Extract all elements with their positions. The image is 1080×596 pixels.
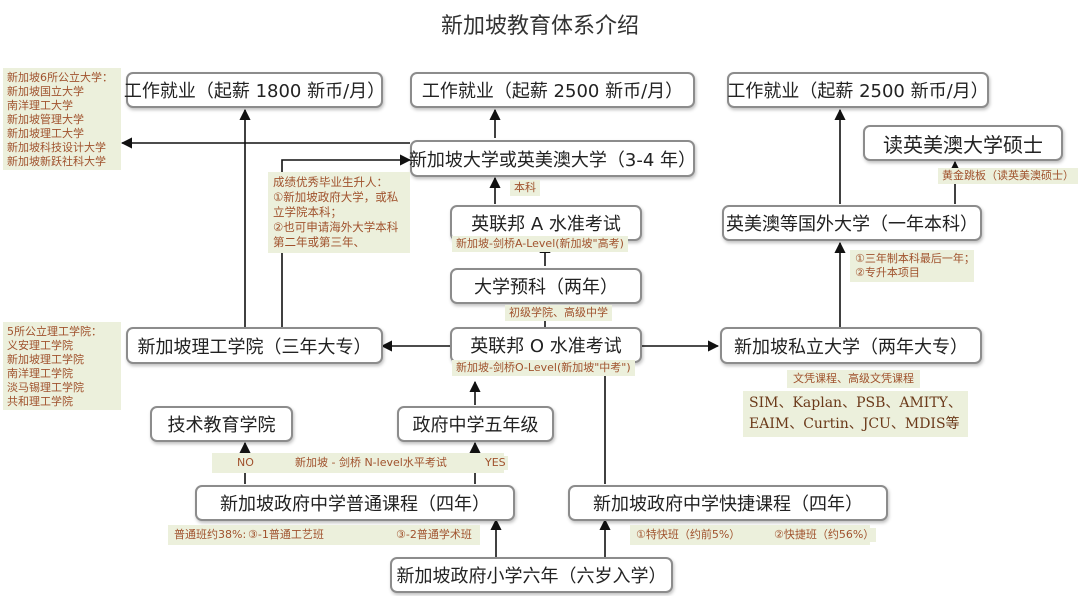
note-line: 新加坡管理大学 bbox=[7, 113, 84, 126]
note-line: 立学院本科； bbox=[273, 205, 342, 219]
note-line: 新加坡新跃社科大学 bbox=[7, 155, 106, 168]
note-line: EAIM、Curtin、JCU、MDIS等 bbox=[749, 416, 960, 432]
n-level-exam-label: 新加坡 - 剑桥 N-level水平考试 bbox=[293, 456, 449, 470]
note-line: 南洋理工大学 bbox=[7, 99, 73, 112]
note-line: 新加坡国立大学 bbox=[7, 85, 84, 98]
page-title: 新加坡教育体系介绍 bbox=[440, 14, 639, 39]
job-2500-mid-box: 工作就业（起薪 2500 新币/月） bbox=[410, 72, 695, 108]
university-box: 新加坡大学或英美澳大学（3-4 年） bbox=[409, 140, 696, 177]
note-line: 共和理工学院 bbox=[7, 395, 73, 408]
overseas-uni-box: 英美澳等国外大学（一年本科） bbox=[722, 205, 982, 241]
express-stream-box: 新加坡政府中学快捷课程（四年） bbox=[568, 485, 888, 521]
pre-u-box: 大学预科（两年） bbox=[450, 268, 642, 304]
no-label: NO bbox=[235, 456, 256, 470]
overseas-pathway-note: ①三年制本科最后一年； ②专升本项目 bbox=[850, 250, 975, 282]
a-level-box: 英联邦 A 水准考试 bbox=[450, 205, 642, 241]
o-level-exam-note: 新加坡-剑桥O-Level(新加坡"中考") bbox=[452, 360, 635, 376]
bachelor-note: 本科 bbox=[510, 180, 540, 196]
note-line: 新加坡科技设计大学 bbox=[7, 141, 106, 154]
diploma-note: 文凭课程、高级文凭课程 bbox=[787, 370, 920, 388]
note-line: 新加坡6所公立大学： bbox=[7, 71, 113, 84]
job-1800-box: 工作就业（起薪 1800 新币/月） bbox=[124, 72, 385, 108]
normal-tech-label: ③-1普通工艺班 bbox=[246, 528, 326, 542]
normal-stream-box: 新加坡政府中学普通课程（四年） bbox=[195, 485, 515, 521]
note-line: ①三年制本科最后一年； bbox=[855, 252, 975, 265]
yes-label: YES bbox=[483, 456, 508, 470]
note-line: SIM、Kaplan、PSB、AMITY、 bbox=[749, 395, 962, 411]
note-line: 义安理工学院 bbox=[7, 339, 73, 352]
special-class-label: ①特快班（约前5%） bbox=[634, 528, 743, 542]
graduate-progression-note: 成绩优秀毕业生升人： ①新加坡政府大学，或私 立学院本科； ②也可申请海外大学本… bbox=[268, 172, 410, 253]
note-line: ①新加坡政府大学，或私 bbox=[273, 190, 399, 204]
note-line: 5所公立理工学院： bbox=[7, 325, 102, 338]
normal-pct-label: 普通班约38%: bbox=[172, 528, 249, 542]
express-class-label: ②快捷班（约56%） bbox=[772, 528, 877, 542]
junior-college-note: 初级学院、高级中学 bbox=[505, 305, 612, 321]
master-box: 读英美澳大学硕士 bbox=[863, 125, 1063, 161]
note-line: 南洋理工学院 bbox=[7, 367, 73, 380]
o-level-box: 英联邦 O 水准考试 bbox=[450, 327, 642, 363]
normal-acad-label: ③-2普通学术班 bbox=[394, 528, 474, 542]
private-uni-box: 新加坡私立大学（两年大专） bbox=[720, 327, 982, 364]
note-line: 新加坡理工大学 bbox=[7, 127, 84, 140]
note-line: 淡马锡理工学院 bbox=[7, 381, 84, 394]
ite-box: 技术教育学院 bbox=[150, 406, 293, 442]
a-level-exam-note: 新加坡-剑桥A-Level(新加坡"高考) bbox=[452, 236, 628, 252]
arrow-poly-to-uni bbox=[281, 154, 412, 327]
note-line: 新加坡理工学院 bbox=[7, 353, 84, 366]
gov-5th-year-box: 政府中学五年级 bbox=[397, 406, 554, 442]
note-line: 成绩优秀毕业生升人： bbox=[273, 175, 388, 189]
poly-box: 新加坡理工学院（三年大专） bbox=[126, 327, 383, 364]
job-2500-right-box: 工作就业（起薪 2500 新币/月） bbox=[727, 72, 989, 108]
private-institutions-note: SIM、Kaplan、PSB、AMITY、 EAIM、Curtin、JCU、MD… bbox=[743, 391, 968, 437]
polytechnics-note: 5所公立理工学院： 义安理工学院 新加坡理工学院 南洋理工学院 淡马锡理工学院 … bbox=[3, 322, 121, 410]
note-line: ②专升本项目 bbox=[855, 266, 920, 279]
note-line: 第二年或第三年、 bbox=[273, 235, 365, 249]
note-line: ②也可申请海外大学本科 bbox=[273, 220, 399, 234]
springboard-note: 黄金跳板（读英美澳硕士） bbox=[938, 168, 1078, 184]
primary-school-box: 新加坡政府小学六年（六岁入学） bbox=[390, 557, 673, 593]
public-universities-note: 新加坡6所公立大学： 新加坡国立大学 南洋理工大学 新加坡管理大学 新加坡理工大… bbox=[3, 68, 121, 170]
